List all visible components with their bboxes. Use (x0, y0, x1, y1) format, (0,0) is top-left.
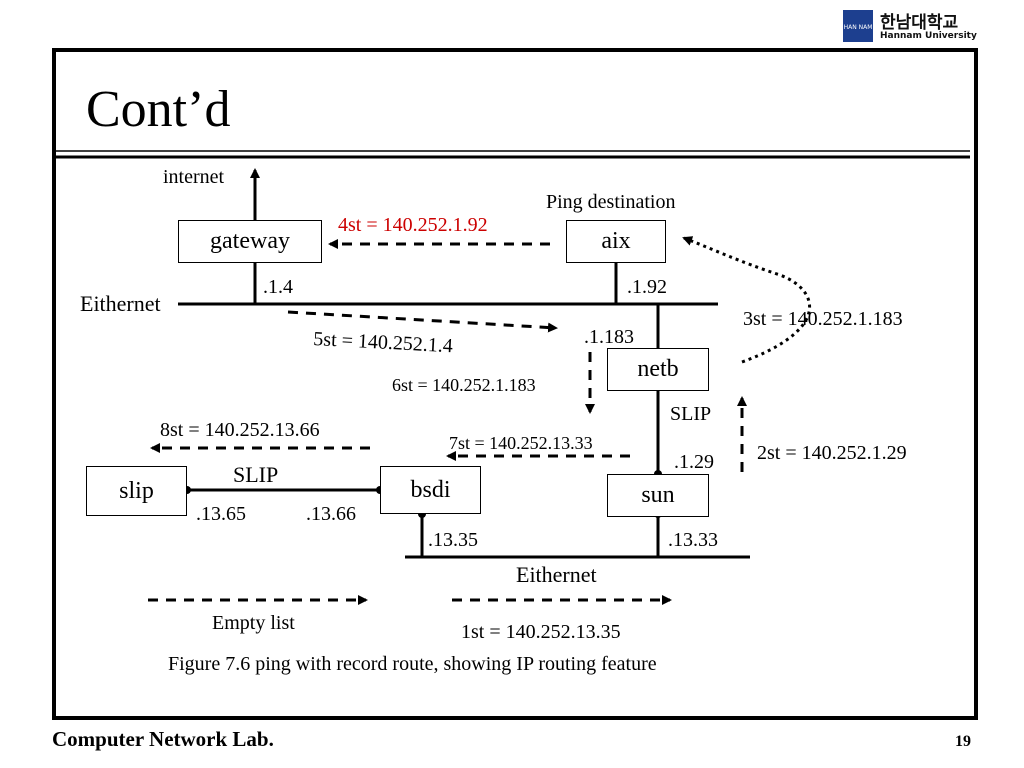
aix-node: aix (566, 220, 666, 263)
internet-label: internet (163, 166, 225, 188)
slide-title: Cont’d (86, 81, 231, 138)
slip-address: .13.65 (196, 503, 246, 525)
top-ethernet-label: Eithernet (80, 291, 161, 316)
figure-caption: Figure 7.6 ping with record route, showi… (168, 653, 657, 675)
slip-link-label: SLIP (233, 462, 279, 487)
netb-node: netb (607, 348, 709, 391)
slide-frame (52, 48, 978, 720)
route-5-arrow (287, 310, 558, 333)
logo-english-name: Hannam University (880, 31, 977, 41)
bsdi-bottom-address: .13.35 (428, 529, 478, 551)
route-8-label: 8st = 140.252.13.66 (160, 419, 320, 441)
route-7-label: 7st = 140.252.13.33 (449, 433, 593, 453)
empty-list-label: Empty list (212, 612, 295, 634)
netb-address: .1.183 (584, 326, 634, 348)
route-1-label: 1st = 140.252.13.35 (461, 621, 621, 643)
sun-bottom-address: .13.33 (668, 529, 718, 551)
aix-address: .1.92 (627, 276, 667, 298)
hannam-university-logo: HAN NAM 한남대학교 Hannam University (843, 8, 983, 44)
sun-node: sun (607, 474, 709, 517)
route-6-label: 6st = 140.252.1.183 (392, 375, 536, 395)
route-3-arrow (682, 236, 812, 364)
gateway-address: .1.4 (263, 276, 293, 298)
slip-node: slip (86, 466, 187, 516)
bsdi-left-address: .13.66 (306, 503, 356, 525)
bottom-ethernet-label: Eithernet (516, 562, 597, 587)
gateway-node: gateway (178, 220, 322, 263)
slip-vertical-label: SLIP (670, 403, 712, 425)
university-emblem-icon: HAN NAM (843, 10, 873, 42)
page-number: 19 (955, 733, 971, 750)
route-4-label: 4st = 140.252.1.92 (338, 214, 488, 236)
logo-korean-name: 한남대학교 (880, 13, 959, 33)
route-3-label: 3st = 140.252.1.183 (743, 308, 903, 330)
sun-top-address: .1.29 (674, 451, 714, 473)
bsdi-node: bsdi (380, 466, 481, 514)
ping-destination-label: Ping destination (546, 191, 676, 213)
footer-lab-name: Computer Network Lab. (52, 727, 274, 751)
route-2-label: 2st = 140.252.1.29 (757, 442, 907, 464)
